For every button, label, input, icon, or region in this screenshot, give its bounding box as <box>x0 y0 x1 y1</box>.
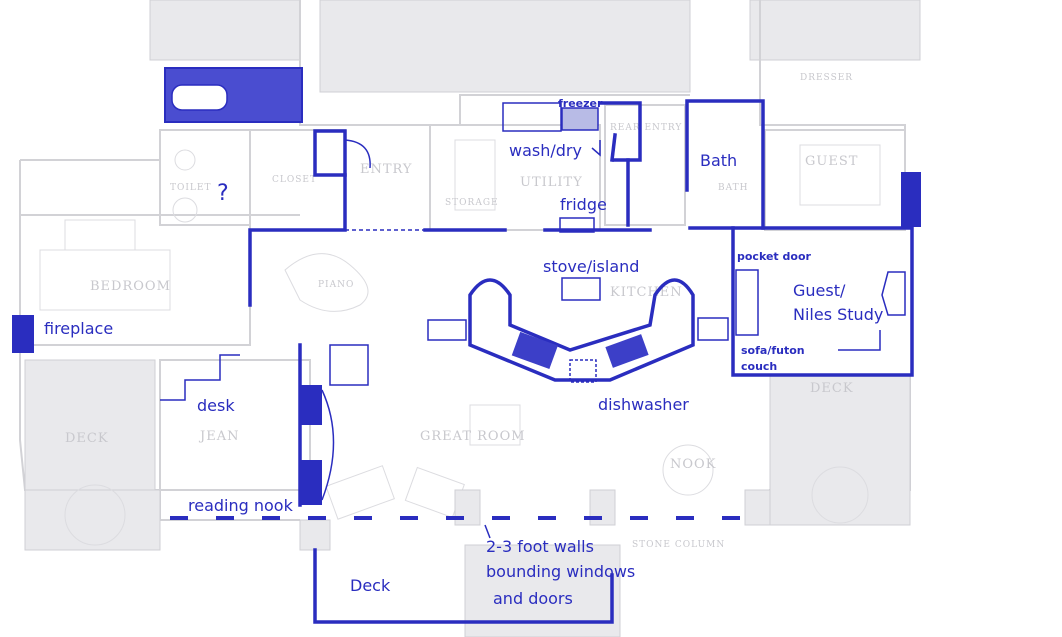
note-fireplace: fireplace <box>44 319 113 338</box>
hatched-area-top-left <box>149 0 301 61</box>
note-stove-island: stove/island <box>543 257 639 276</box>
wall-rear-entry-stub <box>610 133 617 162</box>
jean-room-outline <box>159 359 311 491</box>
reading-nook-shelf-2 <box>300 460 322 505</box>
great-room-chair-1 <box>325 465 395 520</box>
label-rear-entry: REAR ENTRY <box>610 123 682 133</box>
label-entry: ENTRY <box>360 162 413 177</box>
stove-island-box <box>561 277 601 301</box>
note-sofa-futon: sofa/futon <box>741 344 805 357</box>
label-nook: NOOK <box>670 457 716 472</box>
label-dresser: DRESSER <box>800 73 853 83</box>
wall-bath <box>685 99 765 230</box>
deck-table <box>811 466 869 524</box>
note-walls-line3: and doors <box>493 589 573 608</box>
sink <box>174 149 196 171</box>
label-deck-right: DECK <box>810 381 854 396</box>
base-plan: BEDROOM TOILET CLOSET ENTRY UTILITY REAR… <box>19 0 921 637</box>
note-wash-dry: wash/dry <box>509 141 582 160</box>
label-bedroom: BEDROOM <box>90 279 171 294</box>
piano-shape <box>284 253 369 312</box>
label-kitchen: KITCHEN <box>610 285 683 300</box>
guest-bed <box>799 144 881 206</box>
note-guest-line2: Niles Study <box>793 305 883 324</box>
toilet <box>172 197 198 223</box>
sink-left <box>511 331 558 370</box>
rear-entry-arrow <box>591 140 601 157</box>
wall-closet-left <box>248 173 347 307</box>
label-deck-left: DECK <box>65 431 109 446</box>
label-base-bath: BATH <box>718 183 748 193</box>
desk-line <box>160 354 240 401</box>
note-couch: couch <box>741 360 777 373</box>
bed-headboard <box>64 219 136 251</box>
washer-dryer <box>502 102 562 132</box>
hatched-area-top-right <box>749 0 921 61</box>
deck-right-area <box>769 374 911 526</box>
label-storage: STORAGE <box>445 198 499 208</box>
markup-layer: fireplace ? wash/dry freezer fridge Bath… <box>12 67 921 624</box>
storage-shelves <box>454 139 496 211</box>
study-fireplace <box>881 271 906 316</box>
deck-left-lower <box>24 489 161 551</box>
note-walls-line2: bounding windows <box>486 562 635 581</box>
wall-guest-study <box>731 226 914 377</box>
dishwasher-box <box>569 359 597 383</box>
walls-note-pointer <box>484 524 491 539</box>
note-desk: desk <box>197 396 235 415</box>
stone-column-4 <box>744 489 771 526</box>
great-room-table <box>469 404 521 446</box>
jacuzzi <box>64 484 126 546</box>
label-jean: JEAN <box>198 429 239 444</box>
note-bath: Bath <box>700 151 737 170</box>
closet-small-box <box>313 129 347 177</box>
label-toilet: TOILET <box>170 183 212 193</box>
label-great-room: GREAT ROOM <box>420 429 526 444</box>
note-deck: Deck <box>350 576 391 595</box>
note-reading-nook: reading nook <box>188 496 294 515</box>
fridge-box <box>559 217 595 233</box>
fireplace-left-block <box>12 315 34 353</box>
label-guest: GUEST <box>805 154 858 169</box>
rear-entry-outline <box>604 104 686 226</box>
deck-left-area <box>24 359 156 491</box>
bathtub-basin <box>171 84 228 111</box>
reading-nook-shelf-1 <box>300 385 322 425</box>
fireplace-right-block <box>901 172 921 227</box>
stair-down-left <box>427 319 467 341</box>
closet-door-swing <box>344 139 371 169</box>
note-fridge: fridge <box>560 195 607 214</box>
sink-right <box>605 334 649 368</box>
hatched-area-top <box>319 0 691 93</box>
bed <box>39 249 171 311</box>
nook-table <box>662 444 714 496</box>
note-pocket-door: pocket door <box>737 250 812 263</box>
note-question-mark: ? <box>217 181 229 206</box>
lower-deck-outline <box>313 548 614 624</box>
study-closet-line <box>838 330 881 351</box>
kitchen-island-outline <box>468 278 695 382</box>
freezer-box <box>561 107 599 131</box>
note-guest-line1: Guest/ <box>793 281 846 300</box>
sofa-futon-shape <box>735 269 759 336</box>
note-dishwasher: dishwasher <box>598 395 689 414</box>
label-closet: CLOSET <box>272 175 317 185</box>
label-piano: PIANO <box>318 280 354 290</box>
reading-nook-curve <box>321 389 335 501</box>
stair-down-right <box>697 317 729 341</box>
label-utility: UTILITY <box>520 175 583 190</box>
note-freezer: freezer <box>558 97 603 110</box>
label-stone-column: STONE COLUMN <box>632 540 725 550</box>
stair-down-center <box>329 344 369 386</box>
stone-column-1 <box>299 519 331 551</box>
utility-outline <box>429 124 601 231</box>
note-walls-line1: 2-3 foot walls <box>486 537 594 556</box>
